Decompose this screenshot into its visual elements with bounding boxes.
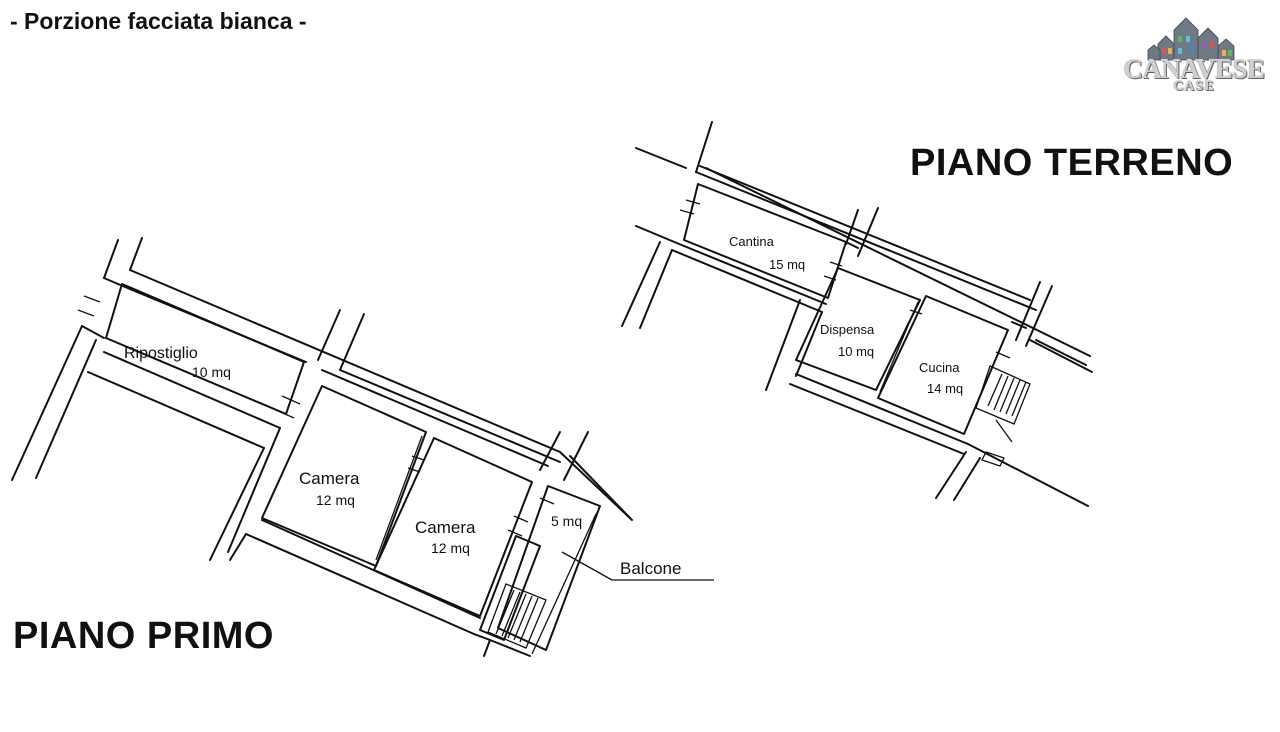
room-name-terreno-0: Cantina (729, 234, 775, 249)
room-name-primo-2: Camera (415, 518, 476, 537)
room-name-terreno-2: Cucina (919, 360, 960, 375)
logo-wordmark: CANAVESE (1123, 54, 1265, 84)
room-name-primo-1: Camera (299, 469, 360, 488)
logo-window (1190, 46, 1194, 52)
room-name-terreno-1: Dispensa (820, 322, 875, 337)
page-title: - Porzione facciata bianca - (10, 8, 307, 34)
logo-window (1228, 50, 1232, 56)
room-area-terreno-1: 10 mq (838, 344, 874, 359)
room-area-primo-0: 10 mq (192, 364, 231, 380)
logo-window (1178, 36, 1182, 42)
room-area-primo-1: 12 mq (316, 492, 355, 508)
logo-window (1162, 48, 1166, 54)
logo-window (1168, 48, 1172, 54)
logo-window (1202, 42, 1206, 48)
balcone-callout: Balcone (620, 559, 681, 578)
plan-terreno (621, 121, 1093, 507)
logo-window (1222, 50, 1226, 56)
floor-label-primo: PIANO PRIMO (13, 615, 274, 657)
logo-subtitle: CASE (1173, 79, 1215, 94)
logo-window (1178, 48, 1182, 54)
houses-icon (1147, 17, 1235, 61)
room-area-terreno-2: 14 mq (927, 381, 963, 396)
plan-primo (11, 237, 714, 657)
room-area-terreno-0: 15 mq (769, 257, 805, 272)
room-name-primo-0: Ripostiglio (124, 345, 198, 362)
logo: CANAVESE CASE (1118, 14, 1270, 98)
room-area-primo-2: 12 mq (431, 540, 470, 556)
logo-window (1210, 42, 1214, 48)
logo-window (1186, 36, 1190, 42)
room-area-primo-3: 5 mq (551, 513, 582, 529)
floor-label-terreno: PIANO TERRENO (910, 142, 1234, 184)
